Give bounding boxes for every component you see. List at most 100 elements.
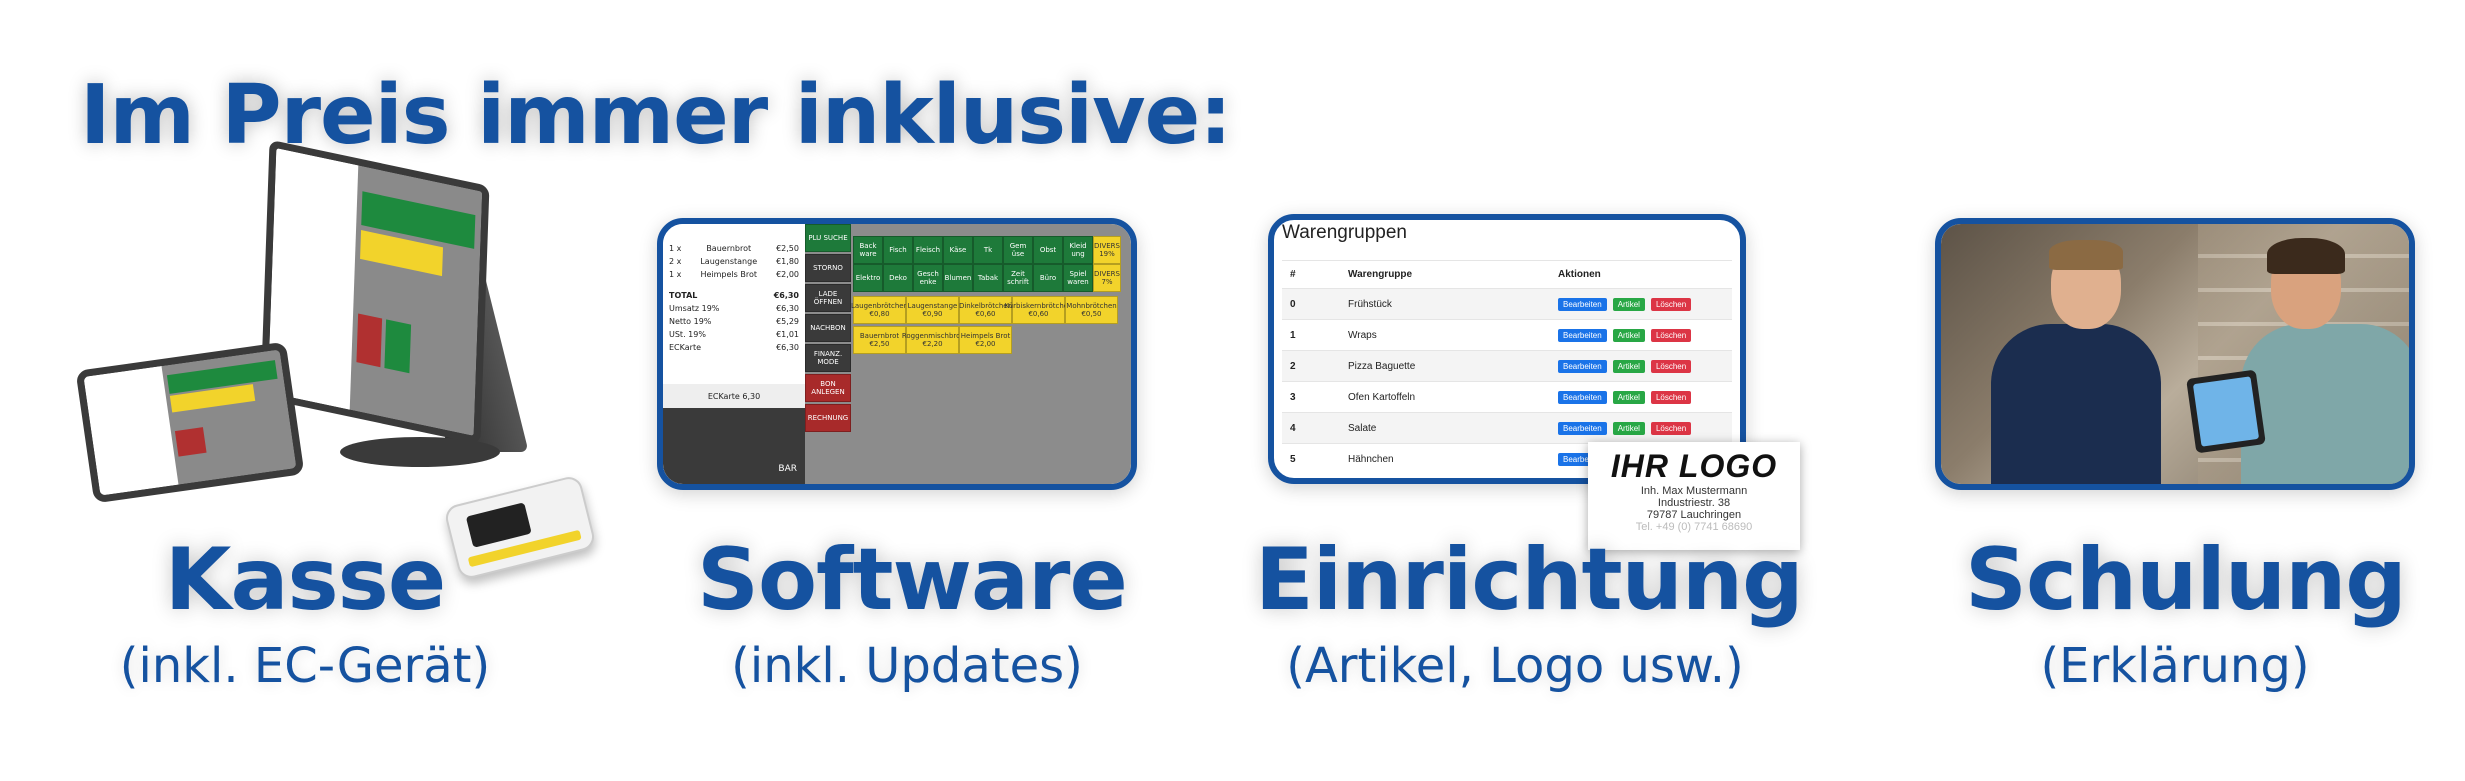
bar-key[interactable]: BAR xyxy=(778,464,797,474)
feature-title-kasse: Kasse xyxy=(164,530,446,630)
pos-function-button[interactable]: PLU SUCHE xyxy=(805,224,851,252)
edit-button[interactable]: Bearbeiten xyxy=(1558,328,1607,342)
article-button[interactable]: Artikel xyxy=(1612,328,1645,342)
tax-tile[interactable]: DIVERS 19% xyxy=(1093,236,1121,264)
row-name: Pizza Baguette xyxy=(1348,360,1416,372)
category-tile[interactable]: Blumen xyxy=(943,264,973,292)
row-id: 2 xyxy=(1290,360,1296,372)
pos-function-button[interactable]: NACHBON xyxy=(805,314,851,342)
training-photo xyxy=(1941,224,2409,484)
category-tile[interactable]: Back ware xyxy=(853,236,883,264)
category-tile[interactable]: Fisch xyxy=(883,236,913,264)
feature-subtitle-schulung: (Erklärung) xyxy=(2040,638,2310,694)
warengruppen-title: Warengruppen xyxy=(1282,222,1407,243)
row-id: 0 xyxy=(1290,298,1296,310)
product-tile[interactable]: Bauernbrot €2,50 xyxy=(853,326,906,354)
row-id: 5 xyxy=(1290,453,1296,465)
payment-label: ECKarte 6,30 xyxy=(663,384,805,408)
table-row: 1 Wraps Bearbeiten Artikel Löschen xyxy=(1282,319,1732,350)
article-button[interactable]: Artikel xyxy=(1612,421,1645,435)
feature-title-schulung: Schulung xyxy=(1965,530,2407,630)
edit-button[interactable]: Bearbeiten xyxy=(1558,421,1607,435)
product-tile[interactable]: Kürbiskernbrötchen €0,60 xyxy=(1004,296,1073,324)
logo-street: Industriestr. 38 xyxy=(1657,497,1731,509)
logo-card: IHR LOGO Inh. Max Mustermann Industriest… xyxy=(1588,442,1800,550)
edit-button[interactable]: Bearbeiten xyxy=(1558,359,1607,373)
numpad: BAR xyxy=(663,408,805,484)
receipt-total: TOTAL€6,30 xyxy=(669,291,799,300)
feature-subtitle-einrichtung: (Artikel, Logo usw.) xyxy=(1286,638,1744,694)
row-name: Wraps xyxy=(1348,329,1377,341)
feature-subtitle-kasse: (inkl. EC-Gerät) xyxy=(119,638,491,694)
product-tile[interactable]: Mohnbrötchen €0,50 xyxy=(1065,296,1118,324)
category-tile[interactable]: Zeit schrift xyxy=(1003,264,1033,292)
category-tile[interactable]: Gem üse xyxy=(1003,236,1033,264)
edit-button[interactable]: Bearbeiten xyxy=(1558,297,1607,311)
delete-button[interactable]: Löschen xyxy=(1650,328,1692,342)
delete-button[interactable]: Löschen xyxy=(1650,359,1692,373)
edit-button[interactable]: Bearbeiten xyxy=(1558,390,1607,404)
category-tile[interactable]: Kleid ung xyxy=(1063,236,1093,264)
category-tile[interactable]: Deko xyxy=(883,264,913,292)
pos-function-button[interactable]: LADE ÖFFNEN xyxy=(805,284,851,312)
category-tile[interactable]: Spiel waren xyxy=(1063,264,1093,292)
pos-function-button[interactable]: RECHNUNG xyxy=(805,404,851,432)
product-tile[interactable]: Laugenbrötchen €0,80 xyxy=(851,296,908,324)
logo-owner: Inh. Max Mustermann xyxy=(1640,485,1748,497)
delete-button[interactable]: Löschen xyxy=(1650,421,1692,435)
category-tile[interactable]: Fleisch xyxy=(913,236,943,264)
receipt-tax-row: Umsatz 19%€6,30 xyxy=(669,304,799,313)
row-name: Ofen Kartoffeln xyxy=(1348,391,1416,403)
table-row: 4 Salate Bearbeiten Artikel Löschen xyxy=(1282,412,1732,443)
category-tile[interactable]: Obst xyxy=(1033,236,1063,264)
table-row: 3 Ofen Kartoffeln Bearbeiten Artikel Löschen xyxy=(1282,381,1732,412)
delete-button[interactable]: Löschen xyxy=(1650,390,1692,404)
pos-function-button[interactable]: STORNO xyxy=(805,254,851,282)
row-id: 3 xyxy=(1290,391,1296,403)
product-tile[interactable]: Dinkelbrötchen €0,60 xyxy=(959,296,1012,324)
delete-button[interactable]: Löschen xyxy=(1650,297,1692,311)
product-tile[interactable]: Laugenstange €0,90 xyxy=(906,296,959,324)
product-tile[interactable]: Roggenmischbrot €2,20 xyxy=(902,326,963,354)
table-row: 2 Pizza Baguette Bearbeiten Artikel Löschen xyxy=(1282,350,1732,381)
logo-phone: Tel. +49 (0) 7741 68690 xyxy=(1635,521,1753,533)
category-tile[interactable]: Tabak xyxy=(973,264,1003,292)
feature-title-software: Software xyxy=(697,530,1128,630)
pos-terminal-large xyxy=(260,139,565,467)
row-name: Hähnchen xyxy=(1348,453,1394,465)
category-tile[interactable]: Büro xyxy=(1033,264,1063,292)
receipt-payment-row: ECKarte€6,30 xyxy=(669,343,799,352)
pos-terminal-small xyxy=(75,341,325,515)
terminal-screen-small xyxy=(75,341,305,504)
receipt-tax-row: USt. 19%€1,01 xyxy=(669,330,799,339)
row-id: 1 xyxy=(1290,329,1296,341)
category-tile[interactable]: Käse xyxy=(943,236,973,264)
category-tile[interactable]: Gesch enke xyxy=(913,264,943,292)
receipt-tax-row: Netto 19%€5,29 xyxy=(669,317,799,326)
logo-city: 79787 Lauchringen xyxy=(1646,509,1742,521)
pos-function-button[interactable]: FINANZ. MODE xyxy=(805,344,851,372)
pos-function-button[interactable]: BON ANLEGEN xyxy=(805,374,851,402)
row-id: 4 xyxy=(1290,422,1296,434)
article-button[interactable]: Artikel xyxy=(1612,359,1645,373)
tablet-icon xyxy=(2186,369,2266,454)
table-header: # Warengruppe Aktionen xyxy=(1282,260,1732,288)
tax-tile[interactable]: DIVERS 7% xyxy=(1093,264,1121,292)
category-tile[interactable]: Tk xyxy=(973,236,1003,264)
article-button[interactable]: Artikel xyxy=(1612,390,1645,404)
feature-title-einrichtung: Einrichtung xyxy=(1255,530,1804,630)
article-button[interactable]: Artikel xyxy=(1612,297,1645,311)
product-tile[interactable]: Heimpels Brot €2,00 xyxy=(959,326,1012,354)
feature-subtitle-software: (inkl. Updates) xyxy=(731,638,1083,694)
logo-text: IHR LOGO xyxy=(1610,448,1778,484)
row-name: Salate xyxy=(1348,422,1377,434)
category-tile[interactable]: Elektro xyxy=(853,264,883,292)
